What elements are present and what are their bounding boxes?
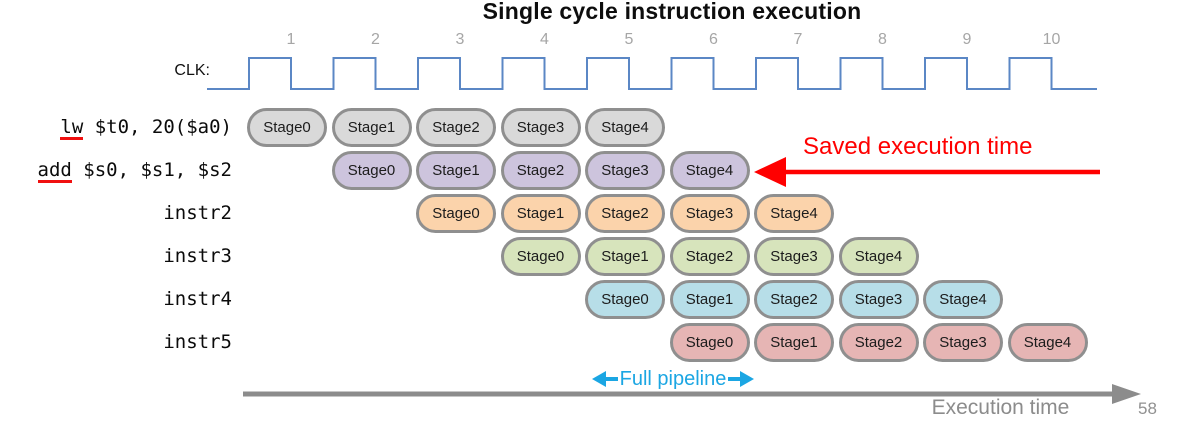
stage-pill-row5-stage0: Stage0 [669,323,750,362]
full-pipeline-right-arrow-icon [740,371,755,387]
full-pipeline-label: Full pipeline [619,367,727,390]
cycle-number-5: 5 [624,31,634,48]
cycle-number-4: 4 [540,31,549,48]
full-pipeline-left-arrow-icon [591,371,606,387]
full-pipeline-annotation: Full pipeline [582,367,764,391]
page-title: Single cycle instruction execution [482,0,862,24]
stage-pill-row0-stage0: Stage0 [247,108,327,147]
stage-pill-row3-stage1: Stage1 [585,237,665,276]
stage-pill-row2-stage3: Stage3 [669,194,750,233]
instruction-label-instr4: instr4 [163,288,232,310]
stage-pill-row2-stage2: Stage2 [585,194,665,233]
saved-execution-time-label: Saved execution time [803,133,1033,160]
saved-time-arrow-head [754,157,786,187]
stage-pill-row1-stage0: Stage0 [331,151,412,190]
cycle-number-3: 3 [455,31,465,48]
cycle-number-10: 10 [1042,31,1061,48]
stage-pill-row1-stage4: Stage4 [669,151,750,190]
instruction-label-lw: lw $t0, 20($a0) [60,116,232,140]
execution-time-label: Execution time [931,396,1070,419]
clock-waveform [207,57,1097,90]
stage-pill-row5-stage1: Stage1 [754,323,834,362]
execution-time-arrow-head [1112,384,1141,404]
stage-pill-row0-stage3: Stage3 [500,108,581,147]
stage-pill-row5-stage3: Stage3 [923,323,1003,362]
stage-pill-row4-stage3: Stage3 [838,280,919,319]
instruction-label-instr2: instr2 [163,202,232,224]
cycle-number-2: 2 [371,31,380,48]
instruction-label-instr5: instr5 [163,331,232,353]
stage-pill-row2-stage0: Stage0 [416,194,496,233]
instruction-label-add: add $s0, $s1, $s2 [37,159,232,183]
cycle-number-1: 1 [286,31,296,48]
stage-pill-row5-stage4: Stage4 [1007,323,1088,362]
full-pipeline-left-arrow-line [605,377,618,381]
cycle-number-8: 8 [878,31,887,48]
stage-pill-row1-stage1: Stage1 [416,151,496,190]
stage-pill-row0-stage1: Stage1 [331,108,412,147]
stage-pill-row4-stage2: Stage2 [754,280,834,319]
clk-label: CLK: [174,62,210,79]
stage-pill-row3-stage4: Stage4 [838,237,919,276]
cycle-number-7: 7 [793,31,803,48]
full-pipeline-right-arrow-line [728,377,741,381]
instruction-label-instr3: instr3 [163,245,232,267]
stage-pill-row5-stage2: Stage2 [838,323,919,362]
stage-pill-row2-stage4: Stage4 [754,194,834,233]
stage-pill-row3-stage0: Stage0 [500,237,581,276]
stage-pill-row1-stage3: Stage3 [585,151,665,190]
stage-pill-row0-stage2: Stage2 [416,108,496,147]
cycle-number-6: 6 [709,31,718,48]
stage-pill-row0-stage4: Stage4 [585,108,665,147]
stage-pill-row4-stage1: Stage1 [669,280,750,319]
page-number: 58 [1138,399,1157,418]
stage-pill-row2-stage1: Stage1 [500,194,581,233]
cycle-number-9: 9 [962,31,972,48]
stage-pill-row3-stage3: Stage3 [754,237,834,276]
stage-pill-row4-stage4: Stage4 [923,280,1003,319]
stage-pill-row1-stage2: Stage2 [500,151,581,190]
stage-pill-row3-stage2: Stage2 [669,237,750,276]
underlined-mnemonic: lw [60,116,84,140]
underlined-mnemonic: add [37,159,72,183]
stage-pill-row4-stage0: Stage0 [585,280,665,319]
